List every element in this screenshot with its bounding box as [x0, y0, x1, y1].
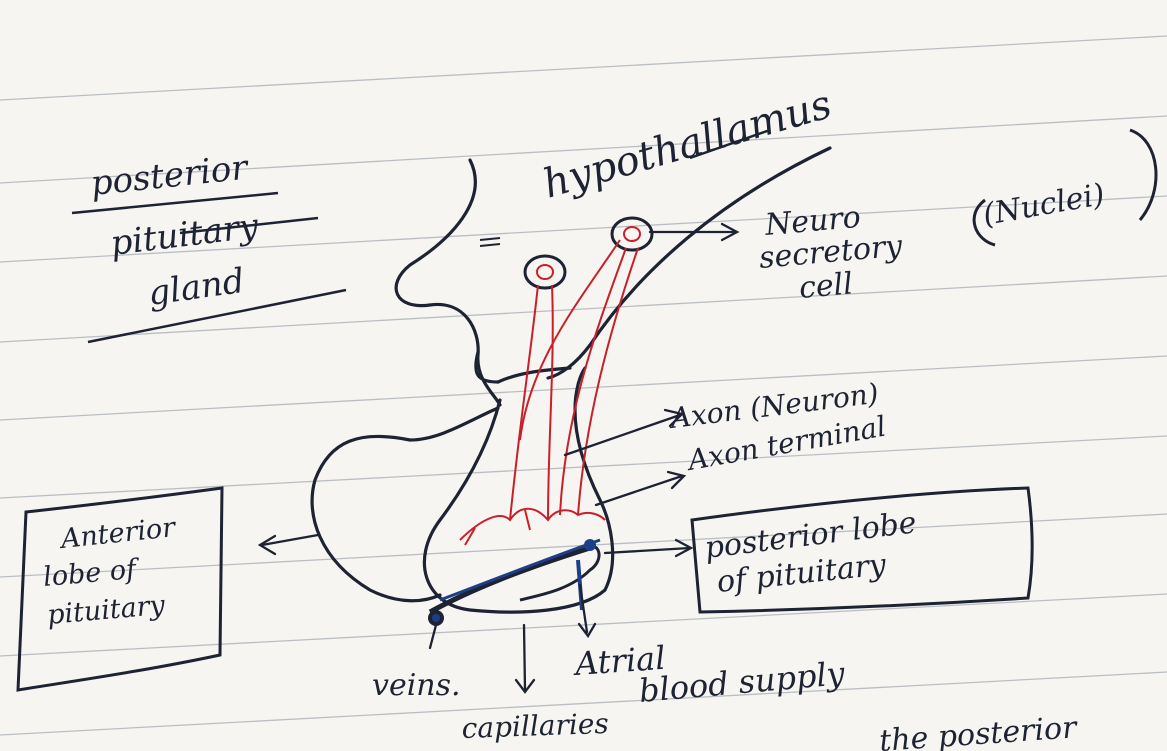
- capillaries-label: capillaries: [461, 707, 609, 745]
- title-line-1: posterior: [89, 148, 251, 204]
- veins-label: veins.: [372, 668, 461, 703]
- anterior-lobe-line-3: pituitary: [46, 590, 167, 631]
- nuclei-label: (Nuclei): [980, 177, 1107, 233]
- title-line-3: gland: [146, 261, 247, 314]
- equals-mark: [480, 238, 500, 246]
- atrial-label-line-2: blood supply: [637, 654, 847, 710]
- bottom-partial-text: the posterior: [878, 710, 1079, 751]
- nuclei-bracket: [1130, 130, 1156, 220]
- anterior-lobe-line-2: lobe of: [42, 554, 141, 593]
- anterior-lobe-line-1: Anterior: [57, 512, 179, 555]
- hypothalamus-label: hypothallamus: [538, 81, 837, 207]
- neuro-label-line-3: cell: [798, 266, 855, 306]
- pointer-arrows: [260, 224, 737, 692]
- title-line-2: pituitary: [108, 206, 261, 264]
